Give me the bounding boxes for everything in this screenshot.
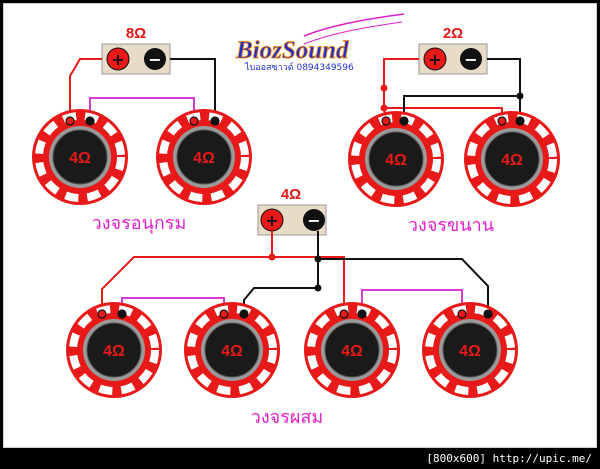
speaker-impedance-label: 4Ω: [459, 343, 481, 360]
parallel-speaker-2: 4Ω: [464, 111, 560, 207]
series-positive-wire: [69, 58, 102, 121]
series-circuit: 8Ω + − 4Ω 4Ω วงจรอนุกรม: [32, 25, 252, 234]
parallel-total-impedance: 2Ω: [443, 25, 463, 42]
series-negative-wire: [170, 58, 216, 121]
parallel-terminal-positive: +: [428, 50, 441, 69]
series-total-impedance: 8Ω: [126, 25, 146, 42]
series-speaker-1: 4Ω: [32, 109, 128, 205]
brand-logo: BiozSound ไบออสซาวด์ 0894349596: [235, 13, 405, 73]
mixed-terminal-negative: −: [307, 211, 320, 230]
speaker-impedance-label: 4Ω: [501, 152, 523, 169]
speaker-impedance-label: 4Ω: [103, 343, 125, 360]
series-bridge-wire: [89, 97, 195, 121]
mixed-circuit: 4Ω + − 4Ω 4Ω 4Ω: [66, 186, 518, 428]
parallel-caption: วงจรขนาน: [408, 215, 494, 236]
speaker-impedance-label: 4Ω: [385, 152, 407, 169]
mixed-total-impedance: 4Ω: [281, 186, 301, 203]
speaker-impedance-label: 4Ω: [341, 343, 363, 360]
speaker-impedance-label: 4Ω: [69, 150, 91, 167]
image-host-footer: [800x600] http://upic.me/: [426, 452, 592, 465]
brand-subtitle: ไบออสซาวด์ 0894349596: [244, 61, 354, 73]
parallel-circuit: 2Ω + − 4Ω 4Ω วงจรขนาน: [348, 25, 560, 236]
series-terminal-negative: −: [148, 50, 161, 69]
series-speaker-2: 4Ω: [156, 109, 252, 205]
mixed-terminal-positive: +: [265, 211, 278, 230]
speaker-impedance-label: 4Ω: [221, 343, 243, 360]
parallel-terminal-negative: −: [464, 50, 477, 69]
mixed-speaker-3: 4Ω: [304, 302, 400, 398]
mixed-speaker-4: 4Ω: [422, 302, 518, 398]
mixed-caption: วงจรผสม: [251, 407, 324, 428]
mixed-bridge-wire-right: [361, 289, 463, 314]
series-terminal-positive: +: [111, 50, 124, 69]
brand-name: BiozSound: [235, 37, 349, 64]
diagram-canvas: BiozSound ไบออสซาวด์ 0894349596 8Ω + − 4…: [3, 3, 597, 448]
mixed-speaker-2: 4Ω: [184, 302, 280, 398]
speaker-impedance-label: 4Ω: [193, 150, 215, 167]
mixed-speaker-1: 4Ω: [66, 302, 162, 398]
mixed-positive-wire: [101, 231, 345, 314]
mixed-negative-wire: [243, 231, 489, 314]
parallel-speaker-1: 4Ω: [348, 111, 444, 207]
series-caption: วงจรอนุกรม: [92, 213, 187, 234]
